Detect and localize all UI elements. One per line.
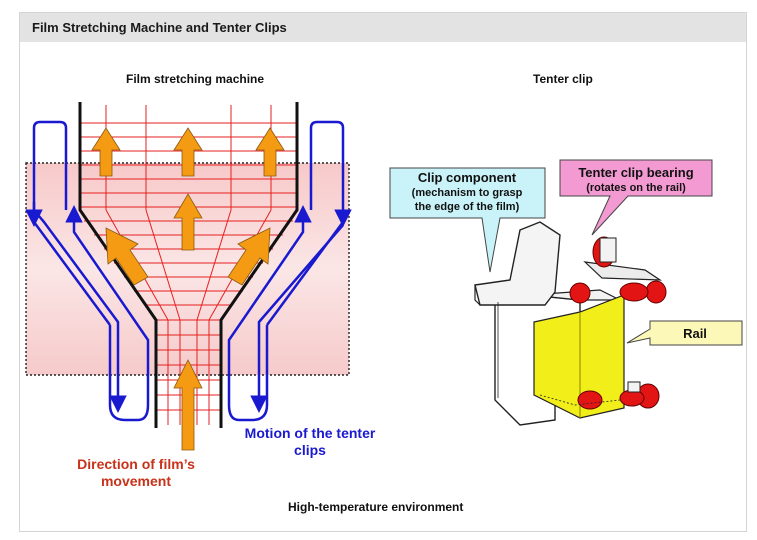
rail-label: Rail xyxy=(683,326,707,341)
film-direction-line1: Direction of film’s xyxy=(77,456,195,472)
tenter-clip-title: Tenter clip xyxy=(533,72,593,86)
clip-motion-line2: clips xyxy=(294,442,326,458)
bearing-callout: Tenter clip bearing (rotates on the rail… xyxy=(559,159,713,236)
tenter-clip-illustration xyxy=(474,221,667,426)
figure-title: Film Stretching Machine and Tenter Clips xyxy=(32,20,287,35)
clip-motion-left xyxy=(25,120,150,422)
clip-component-desc-2: the edge of the film) xyxy=(415,201,520,213)
film-arrow xyxy=(227,227,271,286)
clip-motion-line1: Motion of the tenter xyxy=(245,425,376,441)
left-wall xyxy=(78,102,158,428)
film-arrows xyxy=(91,127,285,451)
environment-label: High-temperature environment xyxy=(288,500,464,514)
clip-component-title: Clip component xyxy=(418,170,517,185)
rail-callout: Rail xyxy=(626,320,743,346)
clip-component-desc-1: (mechanism to grasp xyxy=(412,187,523,199)
lower-bearing xyxy=(577,390,603,410)
clip-component-callout: Clip component (mechanism to grasp the e… xyxy=(389,167,546,273)
film-arrow xyxy=(105,227,149,286)
film-arrow xyxy=(255,127,285,177)
film-arrow xyxy=(173,193,203,251)
figure-header: Film Stretching Machine and Tenter Clips xyxy=(20,13,746,42)
clip-motion-right xyxy=(227,120,352,422)
bearing-desc: (rotates on the rail) xyxy=(586,182,686,194)
stretching-machine-title: Film stretching machine xyxy=(126,72,265,86)
film-direction-line2: movement xyxy=(101,473,171,489)
film-arrow xyxy=(173,359,203,451)
film-arrow xyxy=(173,127,203,177)
film-arrow xyxy=(91,127,121,177)
right-wall xyxy=(219,102,299,428)
bearing-title: Tenter clip bearing xyxy=(578,165,693,180)
